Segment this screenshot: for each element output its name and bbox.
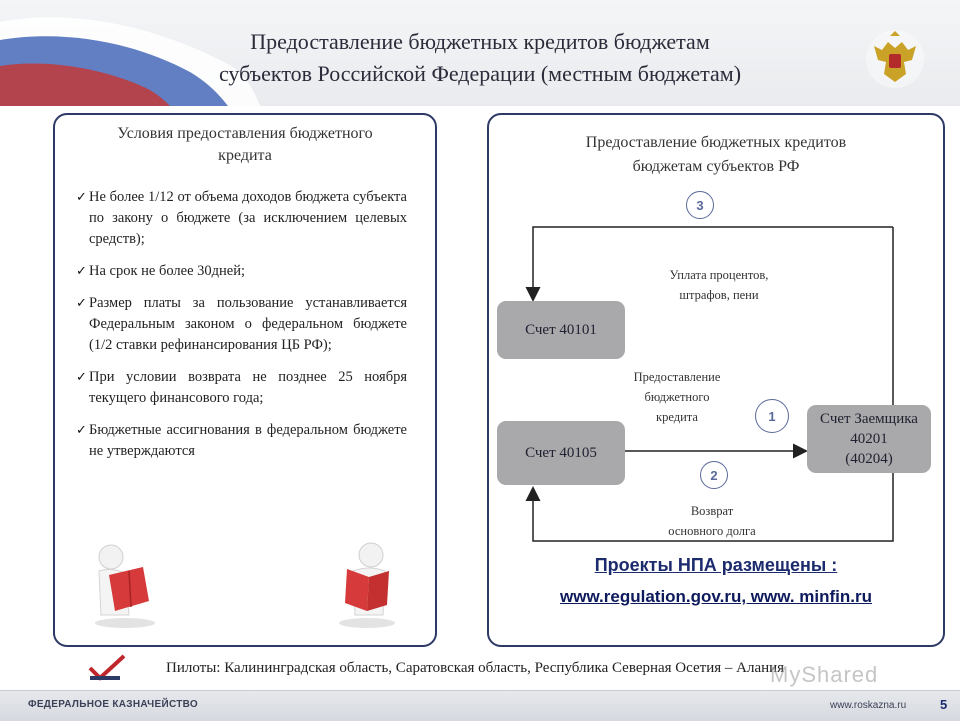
check-icon: ✓	[76, 190, 87, 205]
russian-flag-decoration	[0, 17, 260, 106]
npa-title: Проекты НПА размещены :	[594, 555, 838, 575]
condition-text: При условии возврата не позднее 25 ноябр…	[89, 369, 407, 406]
condition-text: На срок не более 30дней;	[89, 263, 245, 279]
account-40105-box: Счет 40105	[497, 421, 625, 485]
pilot-regions-text: Пилоты: Калининградская область, Саратов…	[166, 660, 785, 676]
conditions-panel: Условия предоставления бюджетного кредит…	[53, 113, 437, 647]
debt-return-label: Возврат основного долга	[617, 501, 807, 541]
page-title-line2: субъектов Российской Федерации (местным …	[218, 61, 742, 86]
condition-text: Размер платы за пользование устанавливае…	[89, 295, 407, 353]
debt-return-label-line2: основного долга	[668, 524, 756, 538]
condition-item: ✓ При условии возврата не позднее 25 ноя…	[76, 367, 407, 409]
interest-payment-label: Уплата процентов, штрафов, пени	[619, 265, 819, 305]
step-badge-1: 1	[755, 399, 789, 433]
interest-payment-label-line1: Уплата процентов,	[669, 268, 769, 282]
credit-provision-label-line3: кредита	[656, 410, 698, 424]
conditions-heading-line2: кредита	[218, 147, 272, 164]
npa-links[interactable]: www.regulation.gov.ru, www. minfin.ru	[560, 587, 872, 606]
checkmark-logo-icon	[88, 654, 126, 681]
footer-organization: ФЕДЕРАЛЬНОЕ КАЗНАЧЕЙСТВО	[28, 699, 198, 710]
step-badge-3: 3	[686, 191, 714, 219]
credit-provision-label-line2: бюджетного	[644, 390, 710, 404]
header-band: Предоставление бюджетных кредитов бюджет…	[0, 0, 960, 106]
reading-figure-illustration	[339, 542, 395, 628]
debt-return-label-line1: Возврат	[690, 504, 734, 518]
check-icon: ✓	[76, 423, 87, 438]
condition-text: Бюджетные ассигнования в федеральном бюд…	[89, 422, 407, 459]
watermark: MyShared	[770, 662, 879, 687]
credit-flow-diagram	[525, 226, 894, 542]
check-icon: ✓	[76, 370, 87, 385]
page-title-line1: Предоставление бюджетных кредитов бюджет…	[250, 29, 710, 54]
condition-item: ✓ Бюджетные ассигнования в федеральном б…	[76, 420, 407, 462]
footer-url[interactable]: www.roskazna.ru	[830, 700, 907, 711]
debt-return-arrow	[525, 473, 894, 542]
conditions-list: ✓ Не более 1/12 от объема доходов бюджет…	[76, 187, 407, 473]
condition-item: ✓ Не более 1/12 от объема доходов бюджет…	[76, 187, 407, 250]
credit-flow-heading: Предоставление бюджетных кредитов бюджет…	[489, 131, 943, 179]
borrower-account-alt-number: (40204)	[845, 451, 893, 467]
page-title: Предоставление бюджетных кредитов бюджет…	[130, 26, 830, 90]
borrower-account-number: 40201	[850, 431, 888, 447]
borrower-account-box: Счет Заемщика 40201 (40204)	[807, 405, 931, 473]
step-badge-2: 2	[700, 461, 728, 489]
condition-text: Не более 1/12 от объема доходов бюджета …	[89, 189, 407, 247]
account-40101-box: Счет 40101	[497, 301, 625, 359]
footer-bar: ФЕДЕРАЛЬНОЕ КАЗНАЧЕЙСТВО www.roskazna.ru…	[0, 690, 960, 721]
borrower-account-label: Счет Заемщика	[820, 411, 918, 427]
interest-payment-arrow	[525, 226, 893, 302]
credit-flow-heading-line2: бюджетам субъектов РФ	[632, 158, 800, 175]
credit-flow-heading-line1: Предоставление бюджетных кредитов	[585, 134, 847, 151]
conditions-heading: Условия предоставления бюджетного кредит…	[55, 123, 435, 167]
reading-figure-illustration	[95, 544, 155, 628]
credit-provision-label-line1: Предоставление	[633, 370, 721, 384]
conditions-heading-line1: Условия предоставления бюджетного	[117, 125, 373, 142]
check-icon: ✓	[76, 264, 87, 279]
condition-item: ✓ Размер платы за пользование устанавлив…	[76, 293, 407, 356]
condition-item: ✓ На срок не более 30дней;	[76, 261, 407, 282]
double-headed-eagle-emblem-icon	[866, 30, 924, 88]
page-number: 5	[940, 697, 948, 712]
interest-payment-label-line2: штрафов, пени	[679, 288, 759, 302]
credit-provision-label: Предоставление бюджетного кредита	[617, 367, 737, 427]
credit-flow-panel: Предоставление бюджетных кредитов бюджет…	[487, 113, 945, 647]
check-icon: ✓	[76, 296, 87, 311]
